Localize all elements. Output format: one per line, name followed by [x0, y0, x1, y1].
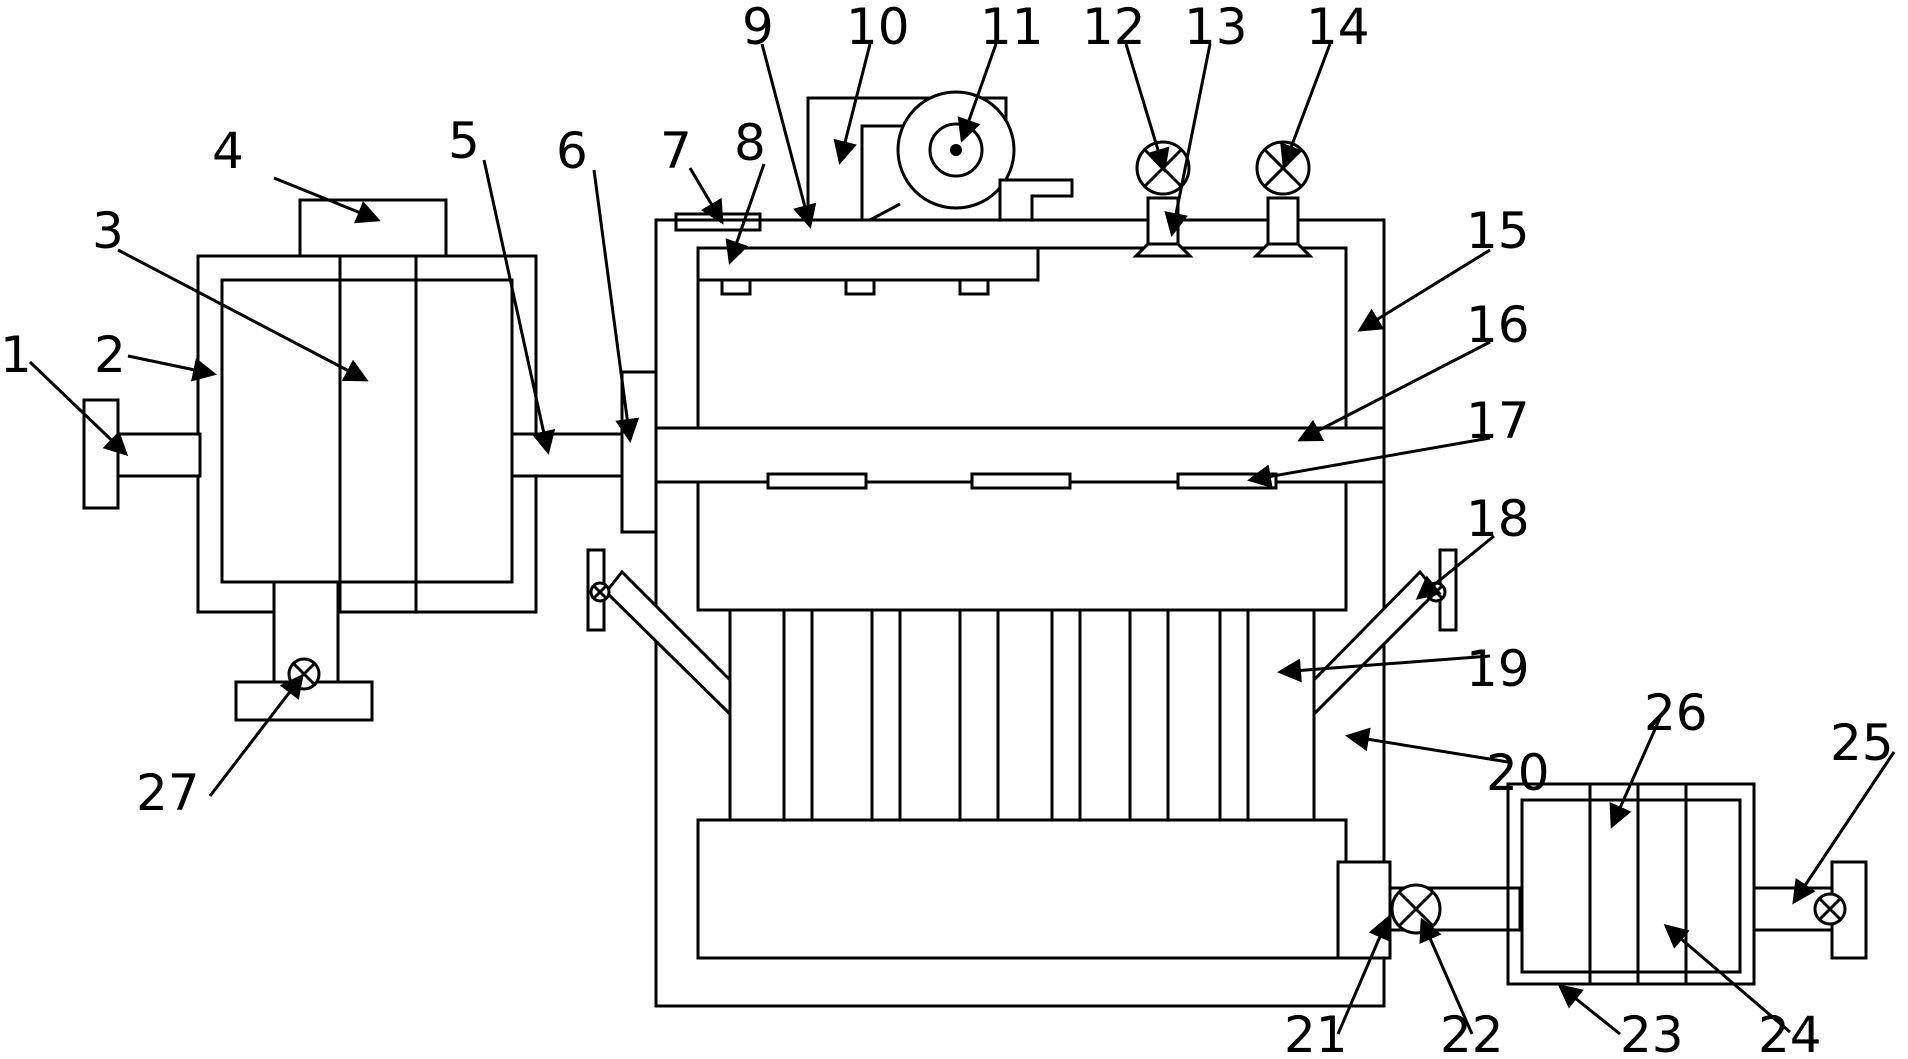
callout-27: 27 — [136, 764, 200, 822]
callout-20: 20 — [1486, 744, 1550, 802]
callout-3: 3 — [92, 202, 124, 260]
callout-13: 13 — [1184, 0, 1248, 56]
dot-filter-layer — [1588, 782, 1640, 986]
callout-22: 22 — [1440, 1006, 1504, 1059]
callout-9: 9 — [742, 0, 774, 56]
callout-19: 19 — [1466, 640, 1530, 698]
callout-18: 18 — [1466, 490, 1530, 548]
callout-21: 21 — [1284, 1006, 1348, 1059]
callout-8: 8 — [734, 114, 766, 172]
callout-2: 2 — [94, 326, 126, 384]
callout-25: 25 — [1830, 714, 1894, 772]
callout-5: 5 — [448, 112, 480, 170]
bottom-drain — [234, 580, 374, 722]
vent-14 — [1252, 140, 1314, 258]
callout-26: 26 — [1644, 684, 1708, 742]
callout-17: 17 — [1466, 392, 1530, 450]
callout-1: 1 — [0, 326, 32, 384]
callout-15: 15 — [1466, 202, 1530, 260]
stone-filter-layer — [728, 608, 1316, 822]
pretreatment-tank — [196, 198, 538, 614]
hex-filter-column — [338, 254, 418, 614]
final-filter-unit — [1506, 782, 1868, 986]
callout-23: 23 — [1620, 1006, 1684, 1059]
leader-lines — [28, 43, 1896, 1036]
connecting-pipe — [510, 432, 626, 478]
outlet-assembly — [1336, 860, 1522, 960]
mesh-filter-layer — [1636, 782, 1688, 986]
callout-24: 24 — [1758, 1006, 1822, 1059]
callout-7: 7 — [660, 122, 692, 180]
callout-12: 12 — [1082, 0, 1146, 56]
callout-14: 14 — [1306, 0, 1370, 56]
callout-6: 6 — [556, 122, 588, 180]
left-inclined-pipe — [586, 548, 732, 718]
inlet-pipe — [82, 398, 202, 510]
callout-11: 11 — [980, 0, 1044, 56]
callout-4: 4 — [212, 122, 244, 180]
callout-10: 10 — [846, 0, 910, 56]
blower-assembly — [806, 90, 1074, 222]
flange — [620, 370, 658, 534]
callout-16: 16 — [1466, 296, 1530, 354]
main-tank — [654, 218, 1386, 1008]
top-cap — [298, 198, 448, 258]
vent-13 — [1132, 140, 1194, 258]
